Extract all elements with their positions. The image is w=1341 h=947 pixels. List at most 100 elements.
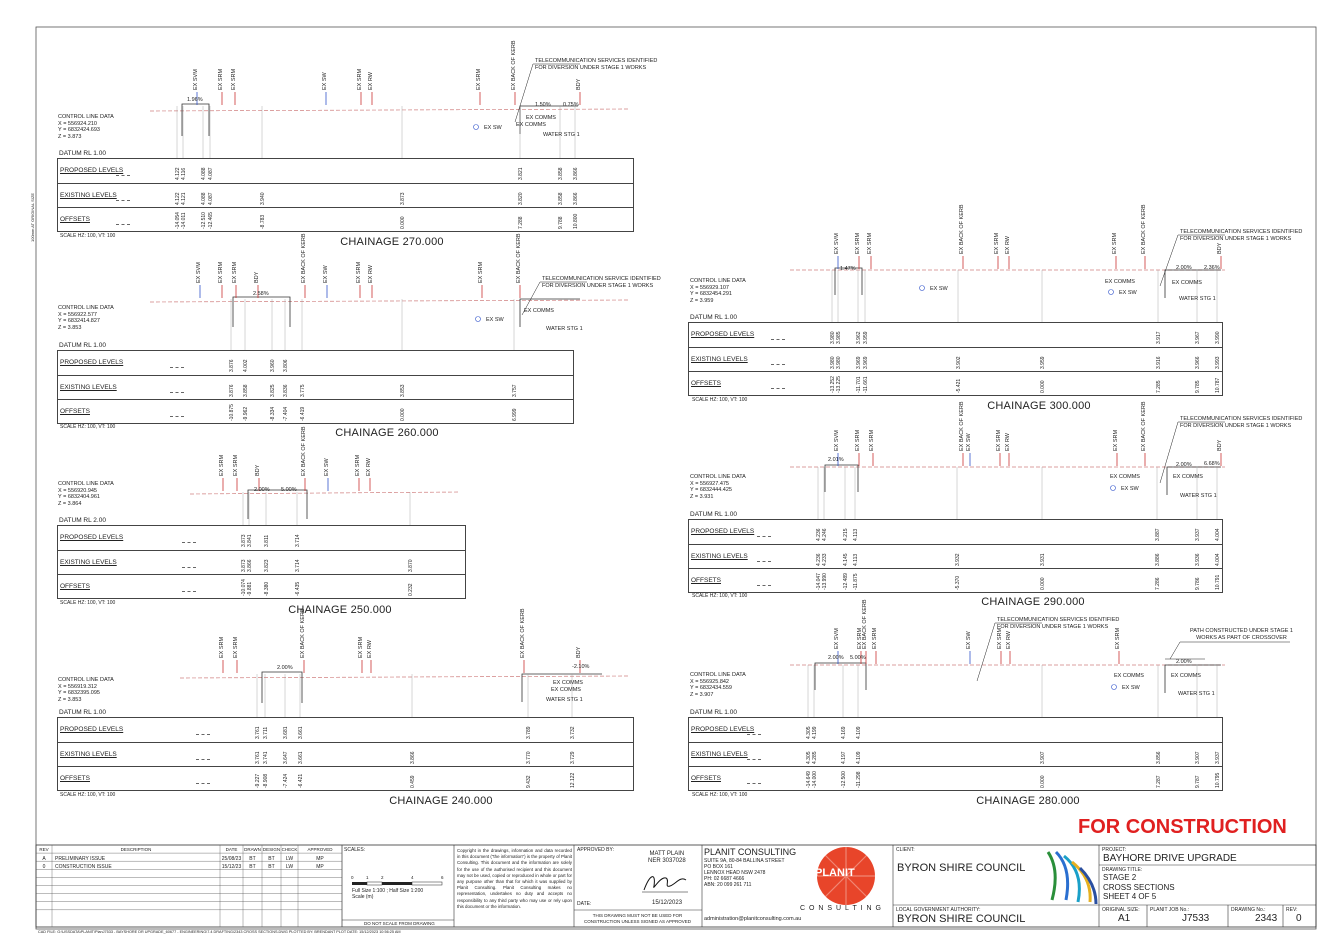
feature-label: EX SW bbox=[486, 317, 504, 323]
scale-tick: 2 bbox=[381, 875, 384, 880]
row-label: PROPOSED LEVELS bbox=[60, 167, 124, 174]
feature-label: EX COMMS bbox=[1114, 673, 1144, 679]
sw-pit-symbol bbox=[1108, 289, 1114, 295]
existing-ground-line bbox=[189, 491, 461, 495]
rev-header: DATE bbox=[225, 847, 238, 852]
drawing-title: STAGE 2 CROSS SECTIONS SHEET 4 OF 5 bbox=[1103, 873, 1175, 901]
rev-cell: 25/08/23 bbox=[221, 855, 242, 862]
table-row-offsets: OFFSETS-14.054-14.011-12.510-12.465-8.78… bbox=[58, 207, 633, 232]
original-size-label: ORIGINAL SIZE: bbox=[1102, 907, 1140, 913]
note-leader bbox=[1169, 641, 1290, 660]
section-scale: SCALE HZ: 100, VT: 100 bbox=[692, 593, 748, 599]
chainage-title: CHAINAGE 240.000 bbox=[389, 795, 493, 807]
feature-label: EX COMMS bbox=[1173, 474, 1203, 480]
road-profile bbox=[232, 296, 291, 327]
row-label: OFFSETS bbox=[60, 408, 90, 415]
project-label: PROJECT: bbox=[1102, 847, 1127, 853]
rev-cell: BT bbox=[268, 863, 275, 870]
feature-label: EX COMMS bbox=[526, 115, 556, 121]
road-profile bbox=[247, 489, 308, 519]
chainage-title: CHAINAGE 250.000 bbox=[288, 604, 392, 616]
council-logo bbox=[1046, 850, 1098, 905]
path-note: PATH CONSTRUCTED UNDER STAGE 1 WORKS AS … bbox=[1190, 628, 1293, 641]
row-label-divider bbox=[747, 734, 761, 735]
consulting-word: C O N S U L T I N G bbox=[800, 905, 882, 912]
feature-label: EX COMMS bbox=[553, 680, 583, 686]
note-leader bbox=[1159, 421, 1225, 484]
row-label-divider bbox=[747, 759, 761, 760]
feature-label: EX COMMS bbox=[516, 122, 546, 128]
rev-cell: MP bbox=[316, 855, 324, 862]
feature-label: WATER STG 1 bbox=[546, 326, 583, 332]
verge-profile bbox=[1164, 269, 1221, 298]
rev-number: 0 bbox=[1296, 913, 1302, 924]
grade-label: -2.10% bbox=[572, 664, 590, 670]
planit-logo bbox=[817, 847, 875, 905]
chainage-title: CHAINAGE 270.000 bbox=[340, 236, 444, 248]
grade-label: 2.00% bbox=[1176, 265, 1192, 271]
section-scale: SCALE HZ: 100, VT: 100 bbox=[692, 792, 748, 798]
feature-label: EX SW bbox=[1122, 685, 1140, 691]
feature-label: WATER STG 1 bbox=[546, 697, 583, 703]
rev-cell: CONSTRUCTION ISSUE bbox=[55, 863, 112, 870]
grade-label: 2.01% bbox=[828, 457, 844, 463]
scale-text: Full Size 1:100 ; Half Size 1:200 Scale … bbox=[352, 888, 424, 900]
row-label: OFFSETS bbox=[60, 583, 90, 590]
sw-pit-symbol bbox=[475, 316, 481, 322]
grade-label: 2.00% bbox=[254, 487, 270, 493]
rev-cell: MP bbox=[316, 863, 324, 870]
row-label: OFFSETS bbox=[691, 577, 721, 584]
row-label: EXISTING LEVELS bbox=[691, 356, 748, 363]
control-line-data: CONTROL LINE DATA X = 556919.312 Y = 683… bbox=[58, 677, 114, 703]
grade-label: 2.00% bbox=[1176, 659, 1192, 665]
note-leader bbox=[976, 622, 1042, 682]
row-label-divider bbox=[170, 416, 184, 417]
rev-cell: LW bbox=[285, 863, 294, 870]
feature-label: EX SW bbox=[484, 125, 502, 131]
row-label-divider bbox=[116, 200, 130, 201]
rev-cell: 15/12/23 bbox=[221, 863, 242, 870]
sw-pit-symbol bbox=[919, 285, 925, 291]
table-row-offsets: OFFSETS-13.252-13.225-11.701-11.661-5.42… bbox=[689, 371, 1222, 396]
row-label: EXISTING LEVELS bbox=[60, 751, 117, 758]
row-label-divider bbox=[757, 561, 771, 562]
row-label-divider bbox=[196, 759, 210, 760]
rev-cell: BT bbox=[249, 855, 256, 862]
sw-pit-symbol bbox=[1111, 684, 1117, 690]
grade-label: 0.75% bbox=[563, 102, 579, 108]
client-label: CLIENT: bbox=[896, 847, 915, 853]
rev-label: REV: bbox=[1286, 907, 1298, 913]
services-note: TELECOMMUNICATION SERVICE IDENTIFIED FOR… bbox=[542, 276, 661, 289]
grade-label: 1.47% bbox=[840, 266, 856, 272]
services-note: TELECOMMUNICATION SERVICES IDENTIFIED FO… bbox=[1180, 229, 1303, 242]
feature-label: WATER STG 1 bbox=[1179, 296, 1216, 302]
row-label-divider bbox=[170, 392, 184, 393]
client-name: BYRON SHIRE COUNCIL bbox=[897, 862, 1026, 874]
existing-ground-line bbox=[149, 108, 629, 112]
rev-header: DRAWN bbox=[244, 847, 261, 852]
row-label-divider bbox=[170, 367, 184, 368]
chainage-title: CHAINAGE 290.000 bbox=[981, 596, 1085, 608]
section-scale: SCALE HZ: 100, VT: 100 bbox=[60, 233, 116, 239]
road-profile bbox=[814, 662, 867, 690]
copyright-text: Copyright in the drawings, information a… bbox=[457, 848, 572, 909]
